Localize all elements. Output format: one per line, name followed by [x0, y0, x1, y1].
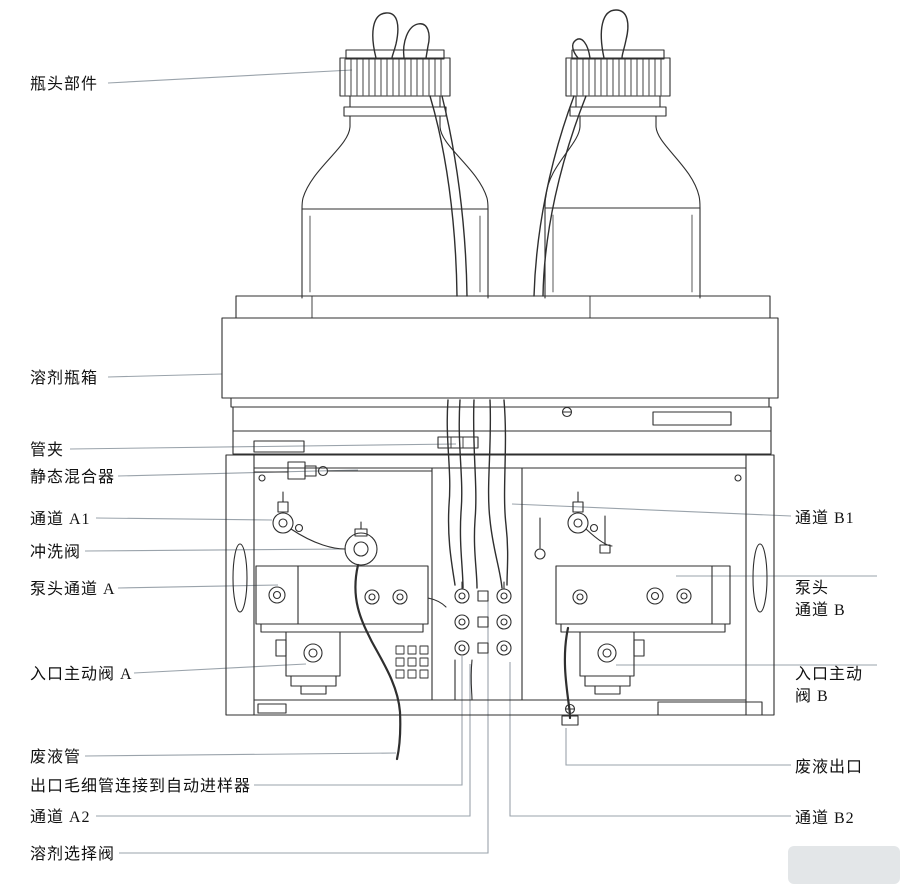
left-bottle [301, 49, 489, 299]
purge-valve [344, 521, 378, 566]
inlet-valve-b-label-line2: 阀 B [795, 688, 829, 705]
static-mixer [253, 461, 433, 480]
bottle-head-label: 瓶头部件 [30, 76, 99, 93]
channel-a1-fitting [272, 491, 346, 550]
channel-a1-label: 通道 A1 [30, 511, 91, 528]
pump-head-a [255, 565, 447, 633]
pump-module-chassis [225, 454, 775, 716]
connector-grid [395, 645, 429, 679]
tube-clamp-label: 管夹 [30, 442, 65, 459]
channel-b1-label: 通道 B1 [795, 510, 855, 527]
pump-top-cover [232, 406, 772, 455]
solvent-cabinet-label: 溶剂瓶箱 [30, 370, 99, 387]
inlet-valve-a [275, 631, 341, 695]
solvent-cabinet [221, 295, 779, 408]
pump-head-a-label: 泵头通道 A [30, 581, 116, 598]
tube-clamp [437, 436, 479, 449]
waste-outlet-fitting [561, 715, 579, 726]
inlet-valve-b [579, 631, 645, 695]
solvent-selection-valve-label: 溶剂选择阀 [30, 846, 116, 863]
instrument-art [221, 9, 779, 761]
pump-head-b-label-line2: 通道 B [795, 602, 846, 619]
waste-tube-label: 废液管 [30, 749, 82, 766]
channel-b2-label: 通道 B2 [795, 810, 855, 827]
channel-a2-label: 通道 A2 [30, 809, 91, 826]
inlet-valve-b-label-line1: 入口主动 [795, 666, 864, 683]
channel-b1-fitting [534, 491, 613, 560]
pump-head-b [555, 565, 731, 633]
static-mixer-label: 静态混合器 [30, 469, 116, 486]
leader-lines [69, 69, 877, 854]
inlet-valve-b-label: 入口主动 阀 B [795, 664, 863, 708]
solvent-selection-valve [454, 581, 512, 701]
outlet-capillary-label: 出口毛细管连接到自动进样器 [30, 778, 252, 795]
right-bottle [544, 49, 701, 299]
purge-valve-label: 冲洗阀 [30, 544, 82, 561]
watermark [788, 846, 900, 884]
pump-head-b-label: 泵头 通道 B [795, 578, 846, 622]
pump-head-b-label-line1: 泵头 [795, 580, 830, 597]
inlet-valve-a-label: 入口主动阀 A [30, 666, 133, 683]
waste-tube [354, 563, 572, 761]
waste-outlet-label: 废液出口 [795, 759, 864, 776]
